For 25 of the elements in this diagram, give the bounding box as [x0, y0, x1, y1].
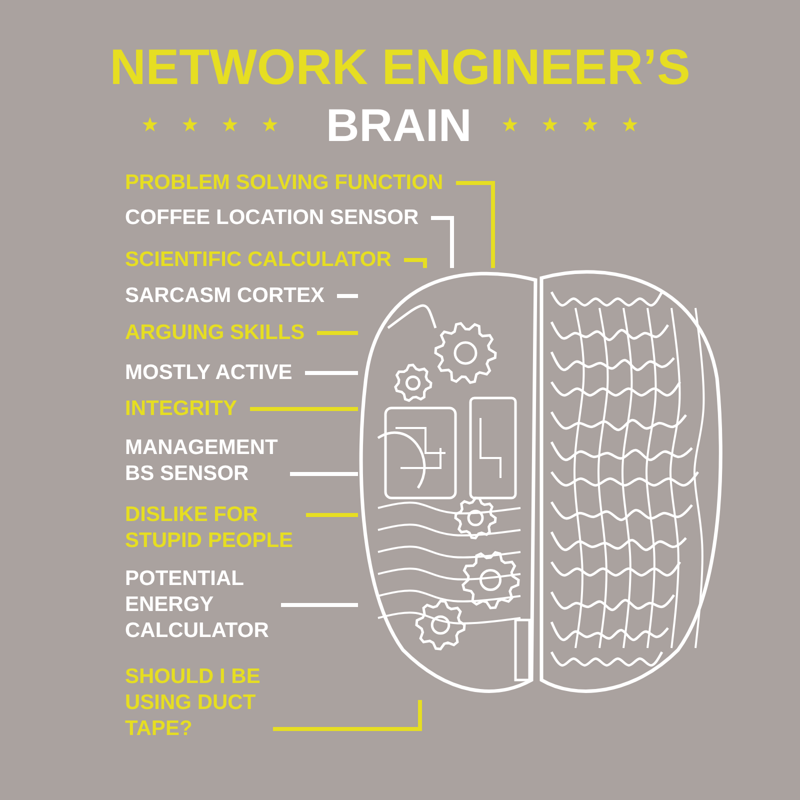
callout-label: SHOULD I BE USING DUCT TAPE?	[125, 664, 263, 742]
leader-line	[317, 331, 358, 335]
callout-label: INTEGRITY	[125, 396, 240, 422]
callout-label: DISLIKE FOR STUPID PEOPLE	[125, 502, 296, 554]
subtitle: BRAIN	[326, 100, 472, 150]
leader-line	[456, 181, 495, 268]
leader-line	[404, 258, 427, 268]
leader-line	[273, 700, 422, 731]
callout-label: POTENTIAL ENERGY CALCULATOR	[125, 566, 271, 644]
callout-label: ARGUING SKILLS	[125, 320, 307, 346]
leader-line	[250, 407, 358, 411]
callout-label: SCIENTIFIC CALCULATOR	[125, 247, 394, 273]
title: NETWORK ENGINEER’S	[108, 38, 692, 96]
callout-label: MANAGEMENT BS SENSOR	[125, 435, 280, 487]
leader-line	[305, 371, 358, 375]
leader-line	[281, 603, 358, 607]
leader-line	[290, 472, 358, 476]
leader-line	[431, 216, 454, 268]
brain-drawing	[359, 270, 722, 693]
callout-label: SARCASM CORTEX	[125, 283, 327, 309]
leader-line	[337, 294, 358, 298]
callout-label: COFFEE LOCATION SENSOR	[125, 205, 421, 231]
callout-label: PROBLEM SOLVING FUNCTION	[125, 170, 446, 196]
leader-line	[306, 513, 358, 517]
callout-label: MOSTLY ACTIVE	[125, 360, 295, 386]
